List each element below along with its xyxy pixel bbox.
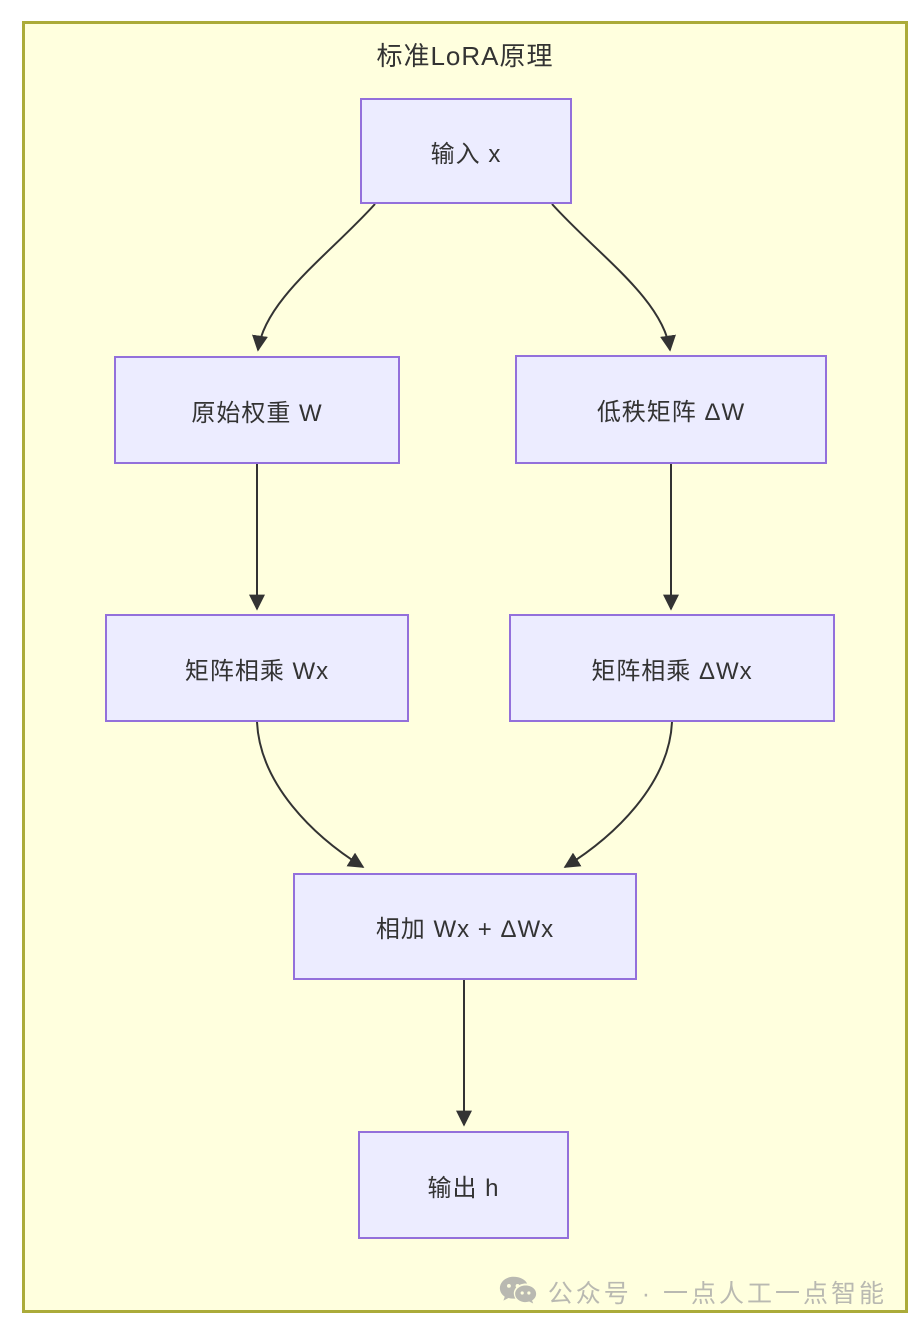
edge-input-to-lowrank bbox=[551, 203, 676, 352]
diagram-panel: 标准LoRA原理 输入 x 原始权重 W 低秩矩阵 ΔW 矩阵相乘 Wx 矩阵相… bbox=[22, 21, 908, 1313]
node-lowrank-matrix: 低秩矩阵 ΔW bbox=[515, 355, 827, 464]
edge-mult-dw-to-add bbox=[563, 721, 673, 868]
watermark: 公众号 · 一点人工一点智能 bbox=[498, 1274, 887, 1310]
node-original-weight: 原始权重 W bbox=[114, 356, 400, 464]
wechat-icon bbox=[499, 1276, 536, 1304]
node-output: 输出 h bbox=[358, 1131, 569, 1239]
node-matmul-dwx: 矩阵相乘 ΔWx bbox=[509, 614, 835, 722]
watermark-text: 公众号 · 一点人工一点智能 bbox=[547, 1280, 887, 1308]
node-matmul-wx: 矩阵相乘 Wx bbox=[105, 614, 409, 722]
edge-mult-w-to-add bbox=[256, 721, 365, 868]
node-input: 输入 x bbox=[360, 98, 572, 204]
diagram-title: 标准LoRA原理 bbox=[376, 41, 554, 71]
edge-input-to-weight bbox=[252, 203, 376, 352]
node-add: 相加 Wx + ΔWx bbox=[293, 873, 637, 980]
